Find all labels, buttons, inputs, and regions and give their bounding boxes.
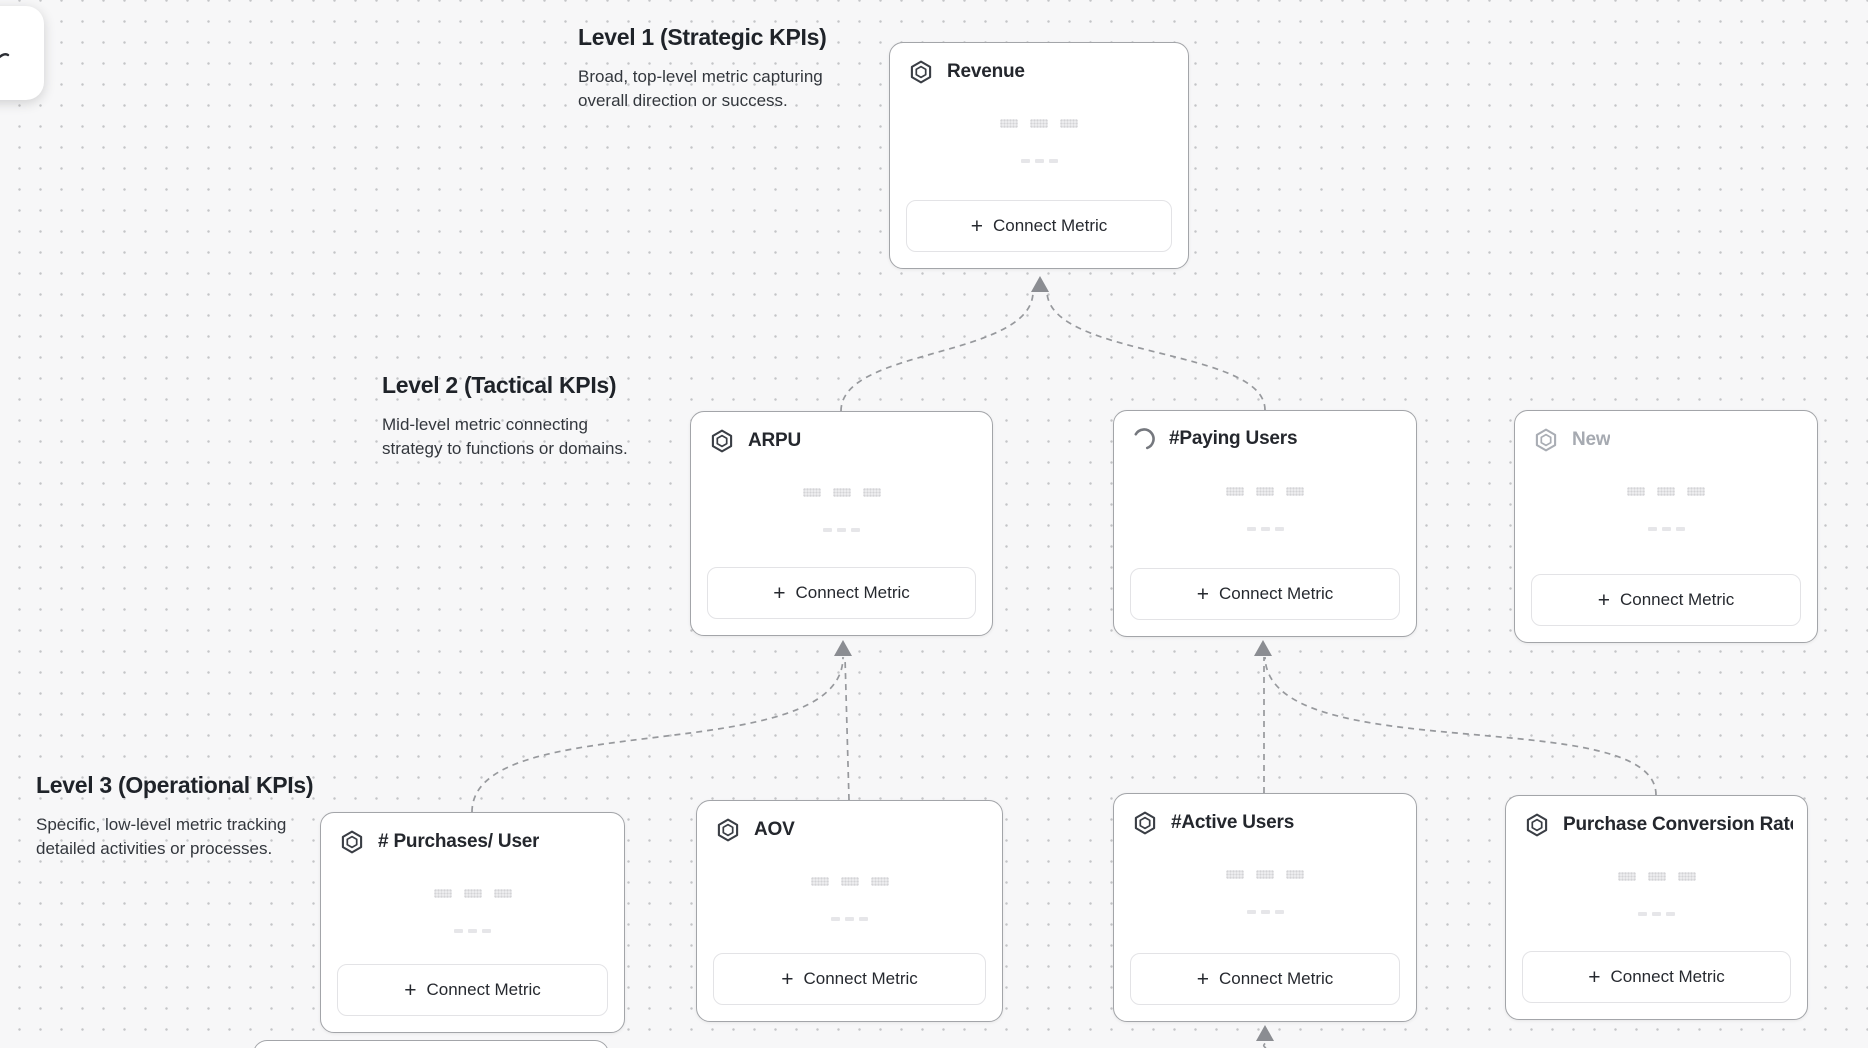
toolbar-panel-partial[interactable] xyxy=(0,6,44,100)
metric-card-title: #Paying Users xyxy=(1169,428,1298,449)
metric-card-header: AOV xyxy=(715,817,988,843)
metric-card-header: #Active Users xyxy=(1132,810,1402,836)
connect-metric-button[interactable]: + Connect Metric xyxy=(906,200,1172,252)
metric-placeholder-bars xyxy=(890,119,1188,128)
metric-card-active-users[interactable]: #Active Users + Connect Metric xyxy=(1113,793,1417,1022)
metric-card-title: ARPU xyxy=(748,430,802,451)
level-1-description: Broad, top-level metric capturing overal… xyxy=(578,67,823,111)
hexagon-metric-icon xyxy=(1132,810,1158,836)
pen-stroke-icon xyxy=(0,53,10,59)
edge-offscreen-to-active-users xyxy=(1262,1039,1268,1048)
plus-icon: + xyxy=(781,967,794,991)
plus-icon: + xyxy=(1196,582,1209,606)
metric-card-header: # Purchases/ User xyxy=(339,829,610,855)
hexagon-metric-icon xyxy=(339,829,365,855)
partial-metric-card[interactable] xyxy=(253,1040,609,1048)
metric-card-purchase-conversion-rate[interactable]: Purchase Conversion Rate + Connect Metri… xyxy=(1505,795,1808,1020)
metric-card-title: Purchase Conversion Rate xyxy=(1563,814,1793,835)
edge-aov-to-arpu xyxy=(844,656,850,801)
connect-metric-label: Connect Metric xyxy=(1619,590,1735,609)
connect-metric-button[interactable]: + Connect Metric xyxy=(1531,574,1801,626)
metric-card-header: Purchase Conversion Rate xyxy=(1524,812,1793,838)
metric-placeholder-dashes xyxy=(691,528,992,532)
hexagon-metric-icon xyxy=(1524,812,1550,838)
metric-card-header: ARPU xyxy=(709,428,978,454)
level-1-heading: Level 1 (Strategic KPIs) xyxy=(578,24,827,50)
level-2-group: Level 2 (Tactical KPIs) Mid-level metric… xyxy=(382,372,648,462)
connect-metric-label: Connect Metric xyxy=(795,583,910,602)
metric-placeholder-dashes xyxy=(697,917,1002,921)
arrow-into-paying-users xyxy=(1254,640,1272,656)
level-3-description: Specific, low-level metric tracking deta… xyxy=(36,815,287,859)
metric-card-title: Revenue xyxy=(947,61,1025,82)
plus-icon: + xyxy=(1588,965,1601,989)
plus-icon: + xyxy=(773,581,786,605)
metric-placeholder-dashes xyxy=(1114,910,1416,914)
plus-icon: + xyxy=(404,978,417,1002)
metric-placeholder-bars xyxy=(1515,487,1817,496)
edge-purchases-to-arpu xyxy=(471,656,844,813)
plus-icon: + xyxy=(1597,588,1610,612)
level-3-group: Level 3 (Operational KPIs) Specific, low… xyxy=(36,772,342,862)
connect-metric-label: Connect Metric xyxy=(1218,969,1334,988)
arrow-into-revenue xyxy=(1031,276,1049,292)
metric-placeholder-dashes xyxy=(321,929,624,933)
level-2-heading: Level 2 (Tactical KPIs) xyxy=(382,372,617,398)
arrow-into-active-users xyxy=(1256,1025,1274,1041)
connect-metric-label: Connect Metric xyxy=(803,969,918,988)
connect-metric-label: Connect Metric xyxy=(426,980,541,999)
hexagon-metric-icon xyxy=(715,817,741,843)
metric-placeholder-bars xyxy=(1114,487,1416,496)
level-2-description: Mid-level metric connecting strategy to … xyxy=(382,415,628,459)
edge-pcr-to-paying xyxy=(1264,656,1657,796)
level-1-group: Level 1 (Strategic KPIs) Broad, top-leve… xyxy=(578,24,864,114)
metric-placeholder-dashes xyxy=(1114,527,1416,531)
metric-card-purchases-user[interactable]: # Purchases/ User + Connect Metric xyxy=(320,812,625,1033)
metric-placeholder-bars xyxy=(697,877,1002,886)
connect-metric-button[interactable]: + Connect Metric xyxy=(707,567,976,619)
metric-placeholder-bars xyxy=(1114,870,1416,879)
metric-card-title: # Purchases/ User xyxy=(378,831,540,852)
edge-paying-users-to-revenue xyxy=(1046,292,1266,411)
metric-placeholder-dashes xyxy=(890,159,1188,163)
plus-icon: + xyxy=(1196,967,1209,991)
connect-metric-button[interactable]: + Connect Metric xyxy=(1130,953,1400,1005)
metric-placeholder-dashes xyxy=(1506,912,1807,916)
metric-card-title: AOV xyxy=(754,819,795,840)
loading-spinner-icon xyxy=(1132,427,1156,451)
hexagon-metric-icon xyxy=(709,428,735,454)
metric-card-paying-users[interactable]: #Paying Users + Connect Metric xyxy=(1113,410,1417,637)
metric-card-arpu[interactable]: ARPU + Connect Metric xyxy=(690,411,993,636)
level-3-heading: Level 3 (Operational KPIs) xyxy=(36,772,314,798)
plus-icon: + xyxy=(970,214,983,238)
metric-card-new[interactable]: New + Connect Metric xyxy=(1514,410,1818,643)
connect-metric-button[interactable]: + Connect Metric xyxy=(1130,568,1400,620)
metric-placeholder-bars xyxy=(321,889,624,898)
metric-card-header: New xyxy=(1533,427,1803,453)
metric-card-title: #Active Users xyxy=(1171,812,1295,833)
metric-placeholder-bars xyxy=(1506,872,1807,881)
metric-placeholder-bars xyxy=(691,488,992,497)
edge-arpu-to-revenue xyxy=(840,292,1034,412)
metric-placeholder-dashes xyxy=(1515,527,1817,531)
hexagon-metric-icon xyxy=(908,59,934,85)
arrow-into-arpu xyxy=(834,640,852,656)
metric-card-header: #Paying Users xyxy=(1132,427,1402,451)
metric-card-title: New xyxy=(1572,429,1611,450)
hexagon-metric-icon xyxy=(1533,427,1559,453)
metric-card-revenue[interactable]: Revenue + Connect Metric xyxy=(889,42,1189,269)
connect-metric-label: Connect Metric xyxy=(1610,967,1725,986)
metric-card-header: Revenue xyxy=(908,59,1174,85)
connect-metric-button[interactable]: + Connect Metric xyxy=(337,964,608,1016)
connect-metric-button[interactable]: + Connect Metric xyxy=(1522,951,1791,1003)
connect-metric-label: Connect Metric xyxy=(1218,584,1334,603)
connect-metric-button[interactable]: + Connect Metric xyxy=(713,953,986,1005)
connect-metric-label: Connect Metric xyxy=(992,216,1108,235)
metric-card-aov[interactable]: AOV + Connect Metric xyxy=(696,800,1003,1022)
